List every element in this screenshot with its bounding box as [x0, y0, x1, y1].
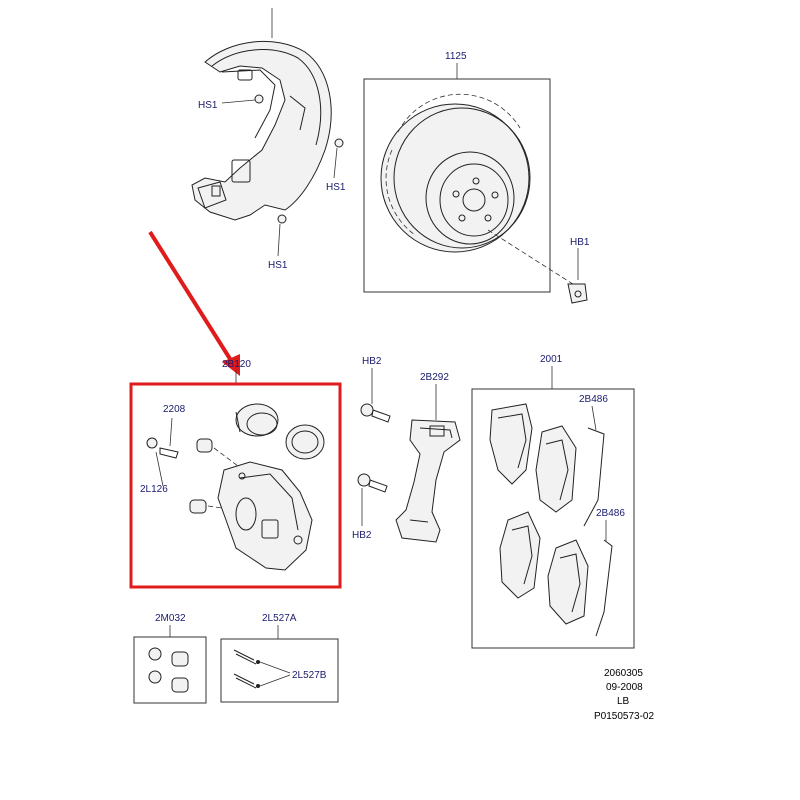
- dust-shield: [191, 8, 344, 257]
- label-caliper: 2B120: [222, 359, 251, 370]
- rotor-frame: [363, 78, 551, 293]
- bracket-bolt-bottom: [357, 473, 388, 493]
- brake-pads: [489, 403, 613, 637]
- label-hb2-bottom: HB2: [352, 530, 372, 541]
- pin-kit-parts: [233, 649, 291, 689]
- label-bracket: 2B292: [420, 372, 449, 383]
- label-slide-pin: 2L126: [140, 484, 168, 495]
- label-kit-pins: 2L527A: [262, 613, 297, 624]
- boot-kit-parts: [148, 647, 189, 693]
- diagram-date: 09-2008: [606, 682, 643, 693]
- diagram-side: LB: [617, 696, 630, 707]
- rotor-screw: [567, 283, 588, 304]
- label-clip-b: 2B486: [596, 508, 625, 519]
- label-hs1-c: HS1: [268, 260, 288, 271]
- label-kit-boots: 2M032: [155, 613, 186, 624]
- diagram-ref: P0150573-02: [594, 711, 654, 722]
- pads-frame: [471, 388, 635, 649]
- brake-rotor: [380, 93, 531, 253]
- label-hb2-top: HB2: [362, 356, 382, 367]
- label-kit-pins-sub: 2L527B: [292, 670, 327, 681]
- caliper-bracket: [395, 419, 461, 543]
- label-pads: 2001: [540, 354, 563, 365]
- label-hb1: HB1: [570, 237, 590, 248]
- caliper-assembly: [146, 403, 325, 571]
- highlight-arrow: [148, 230, 240, 376]
- caliper-highlight-frame: [129, 382, 342, 589]
- label-bleed-screw: 2208: [163, 404, 186, 415]
- label-clip-a: 2B486: [579, 394, 608, 405]
- kit-boots-frame: [133, 636, 207, 704]
- diagram-code: 2060305: [604, 668, 643, 679]
- label-rotor: 1125: [445, 51, 467, 62]
- label-hs1-a: HS1: [198, 100, 218, 111]
- bracket-bolt-top: [360, 403, 391, 423]
- kit-pins-frame: [220, 638, 339, 703]
- label-hs1-b: HS1: [326, 182, 346, 193]
